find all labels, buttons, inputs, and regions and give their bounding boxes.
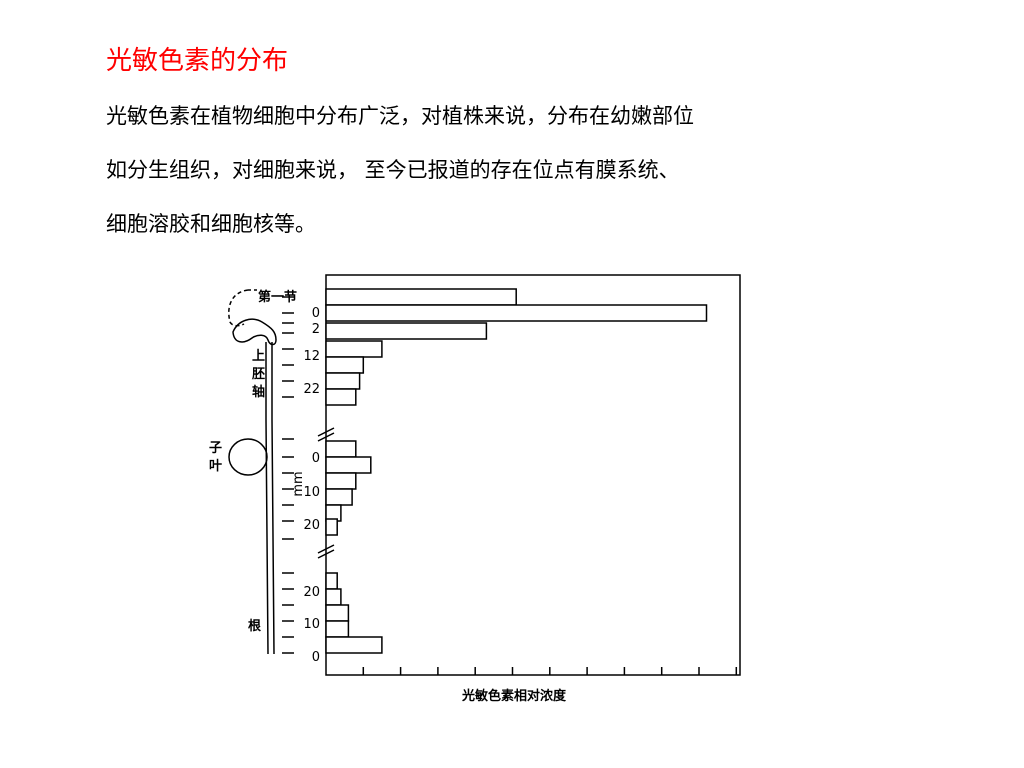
body-paragraph: 光敏色素在植物细胞中分布广泛，对植株来说，分布在幼嫩部位 如分生组织，对细胞来说… [106, 89, 926, 251]
position-tick-label: 0 [312, 650, 320, 665]
epicotyl-char: 上 [252, 349, 265, 364]
unit-label-mm: mm [291, 471, 306, 496]
position-tick-label: 0 [312, 451, 320, 466]
epicotyl-char: 胚 [252, 367, 265, 382]
first-node-outline [228, 289, 249, 327]
hook-outline [232, 318, 277, 346]
position-tick-label: 10 [303, 485, 320, 500]
bar [325, 356, 365, 374]
bar [325, 488, 353, 506]
x-ticks [362, 667, 738, 675]
bar [325, 340, 383, 358]
region-label-first-node: 第一节 [258, 289, 297, 305]
seedling-drawing [228, 289, 277, 655]
bar [325, 636, 383, 654]
bar [325, 572, 338, 590]
bar [325, 440, 357, 458]
bar [325, 472, 357, 490]
bar [325, 304, 708, 322]
position-tick-label: 0 [312, 306, 320, 321]
paragraph-line: 光敏色素在植物细胞中分布广泛，对植株来说，分布在幼嫩部位 [106, 104, 694, 128]
region-label-epicotyl: 上 胚 轴 [252, 349, 265, 400]
position-tick-label: 20 [303, 518, 320, 533]
cotyledon-char: 子 [209, 441, 222, 456]
bar [325, 388, 357, 406]
paragraph-line: 细胞溶胶和细胞核等。 [106, 212, 316, 236]
cotyledon [228, 438, 268, 476]
position-tick-label: 22 [303, 382, 320, 397]
bar [325, 604, 350, 622]
bar [325, 372, 361, 390]
x-axis-label: 光敏色素相对浓度 [461, 688, 567, 704]
region-label-root: 根 [248, 618, 262, 634]
bar [325, 620, 350, 638]
position-tick-label: 10 [303, 617, 320, 632]
region-label-cotyledon: 子 叶 [209, 441, 222, 474]
bar [325, 518, 338, 536]
stem-right [271, 342, 275, 655]
stem-left [265, 342, 269, 655]
bar [325, 456, 372, 474]
bar [325, 288, 517, 306]
slide-title: 光敏色素的分布 [106, 46, 289, 76]
bars-layer [325, 288, 708, 654]
epicotyl-char: 轴 [252, 384, 265, 400]
position-tick-label: 2 [312, 322, 320, 337]
bar [325, 322, 488, 340]
position-tick-label: 20 [303, 585, 320, 600]
position-tick-label: 12 [303, 349, 320, 364]
cotyledon-char: 叶 [209, 459, 222, 474]
axis-breaks [317, 427, 335, 559]
paragraph-line: 如分生组织，对细胞来说， 至今已报道的存在位点有膜系统、 [106, 158, 680, 182]
bar [325, 588, 342, 606]
